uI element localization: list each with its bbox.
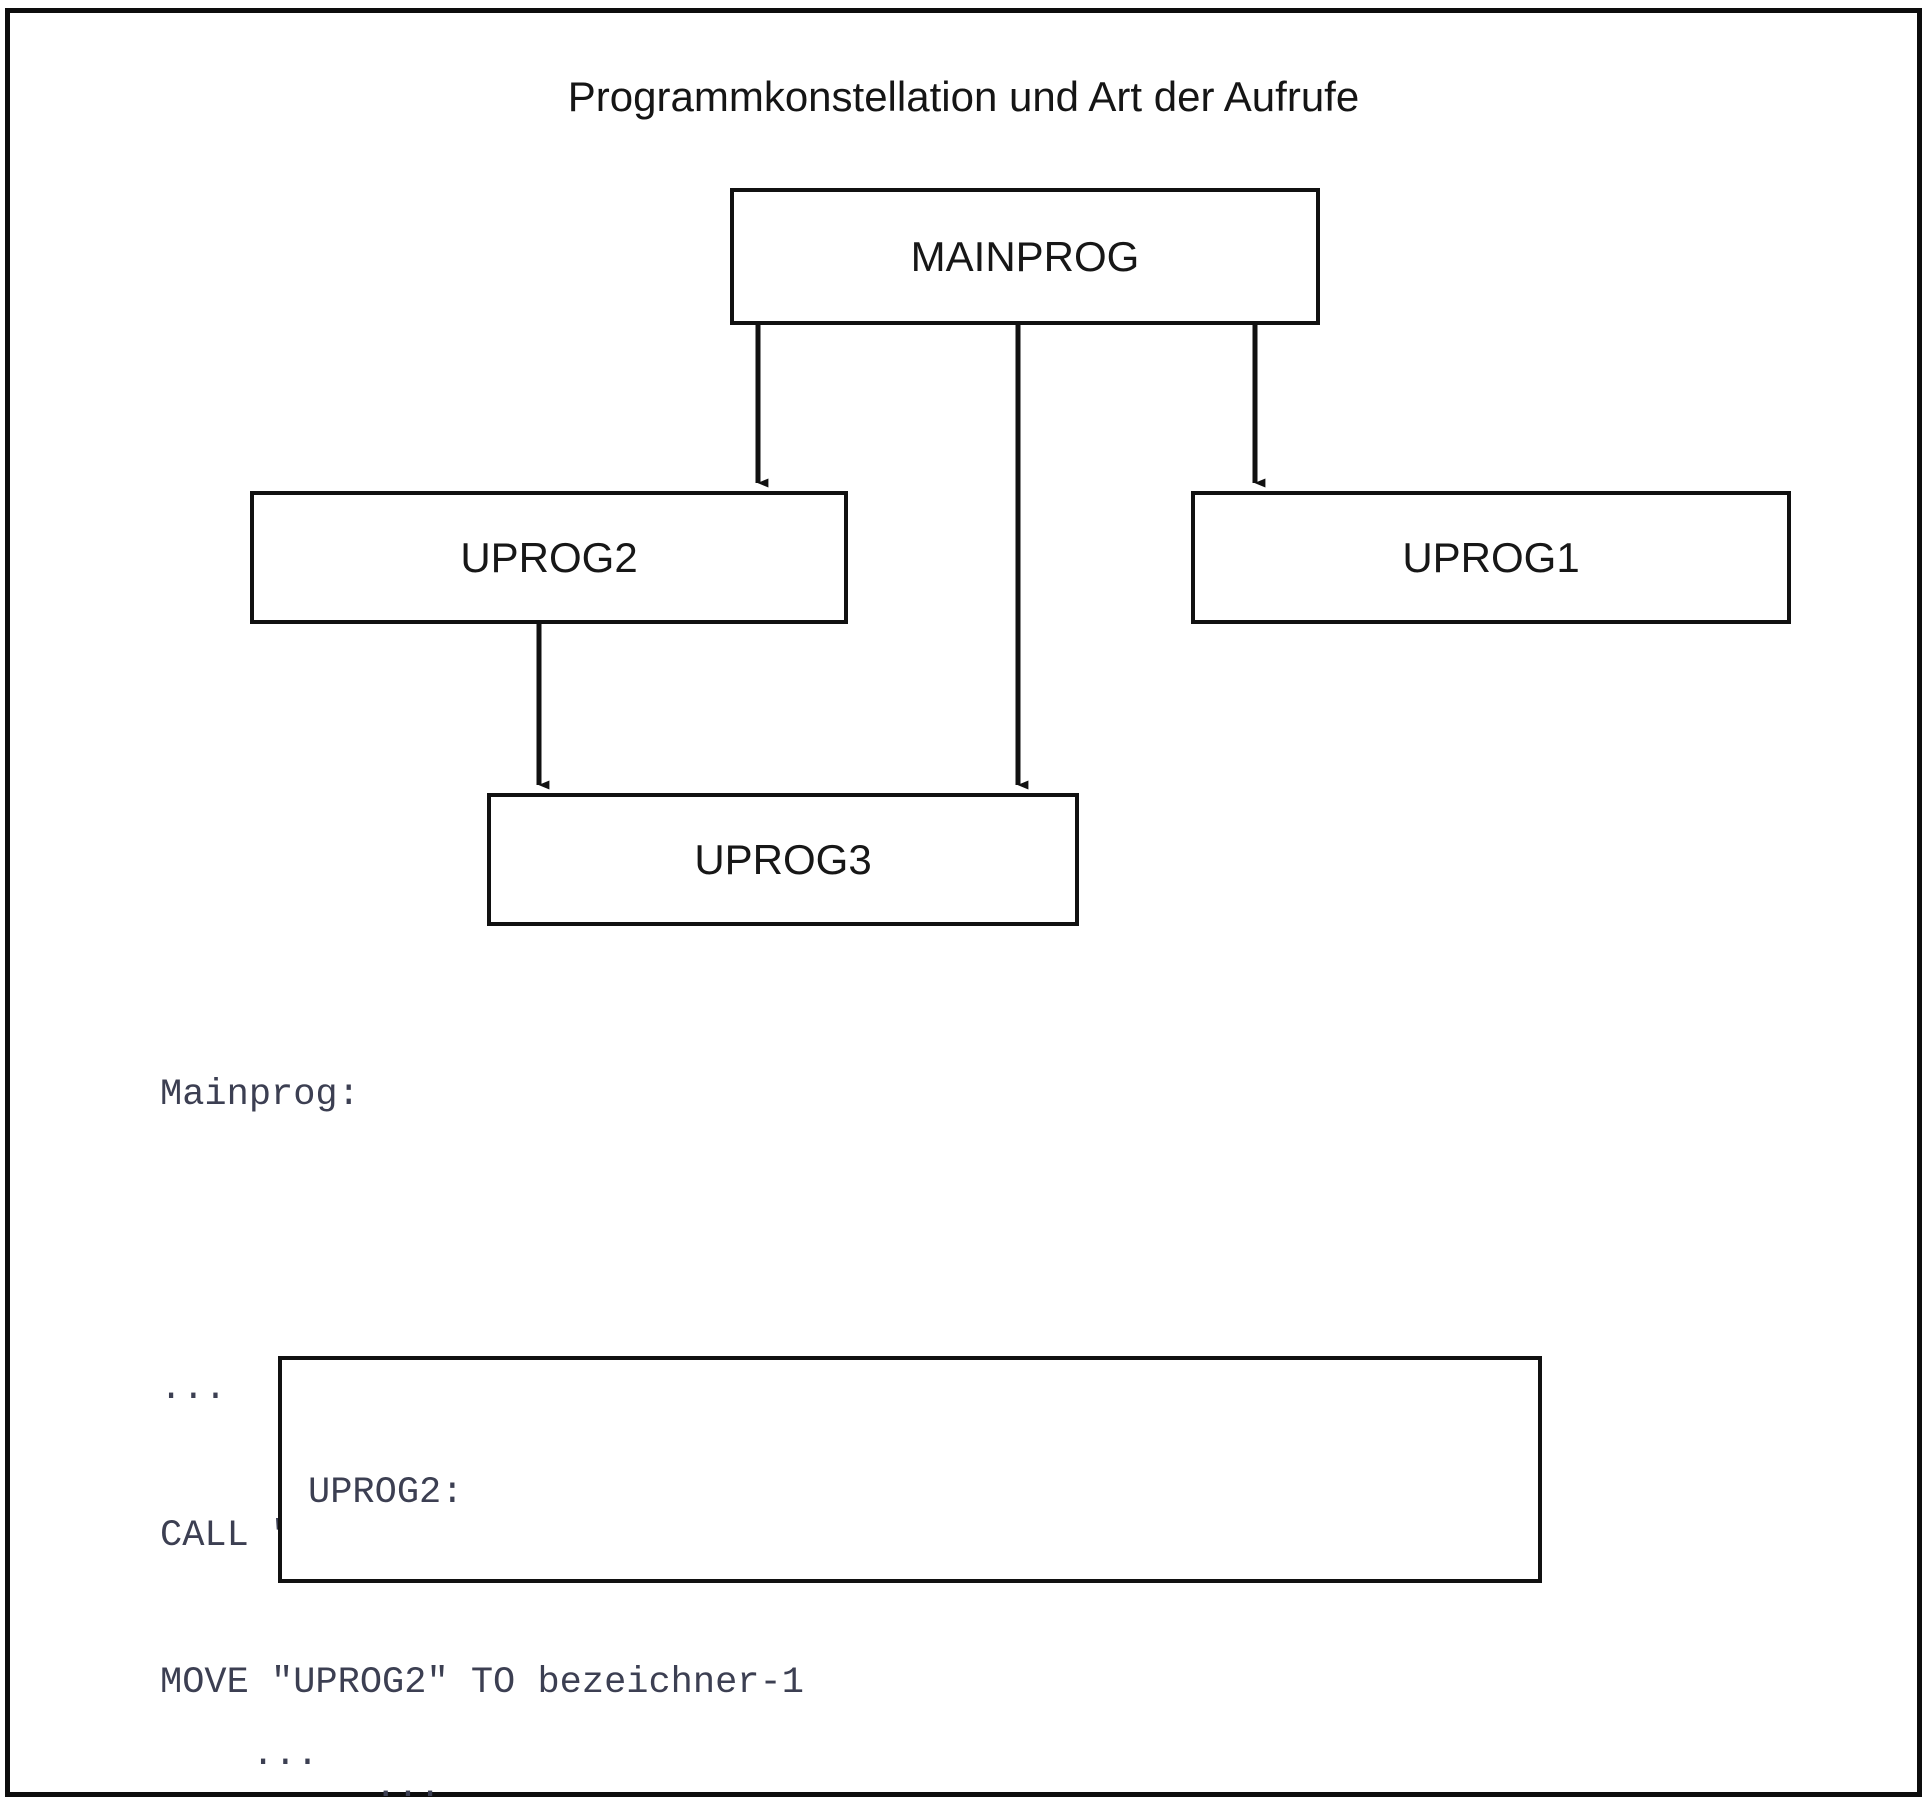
node-uprog1[interactable]: UPROG1 [1191, 491, 1791, 624]
code-line: ... [308, 1766, 442, 1807]
code-line: ... [252, 1734, 319, 1776]
node-uprog1-label: UPROG1 [1402, 533, 1580, 581]
code-line: ... [160, 1368, 227, 1410]
code-line: Mainprog: [160, 1074, 360, 1116]
node-uprog3-label: UPROG3 [694, 835, 872, 883]
code-line: MOVE "UPROG2" TO bezeichner-1 [160, 1662, 804, 1704]
uprog2-code-box [278, 1356, 1542, 1583]
uprog2-code-block: UPROG2: ... PROCEDURE DIVISION USING bez… [308, 1371, 1196, 1807]
tail-code-block: ... CALL "UPROG3" ... [252, 1633, 541, 1807]
node-uprog2[interactable]: UPROG2 [250, 491, 848, 624]
node-mainprog-label: MAINPROG [910, 232, 1140, 280]
code-line: UPROG2: [308, 1472, 464, 1514]
diagram-frame: Programmkonstellation und Art der Aufruf… [5, 8, 1922, 1807]
node-uprog2-label: UPROG2 [460, 533, 638, 581]
page-title: Programmkonstellation und Art der Aufruf… [567, 73, 1360, 120]
node-mainprog[interactable]: MAINPROG [730, 188, 1320, 325]
node-uprog3[interactable]: UPROG3 [487, 793, 1079, 926]
code-line [160, 1218, 959, 1267]
